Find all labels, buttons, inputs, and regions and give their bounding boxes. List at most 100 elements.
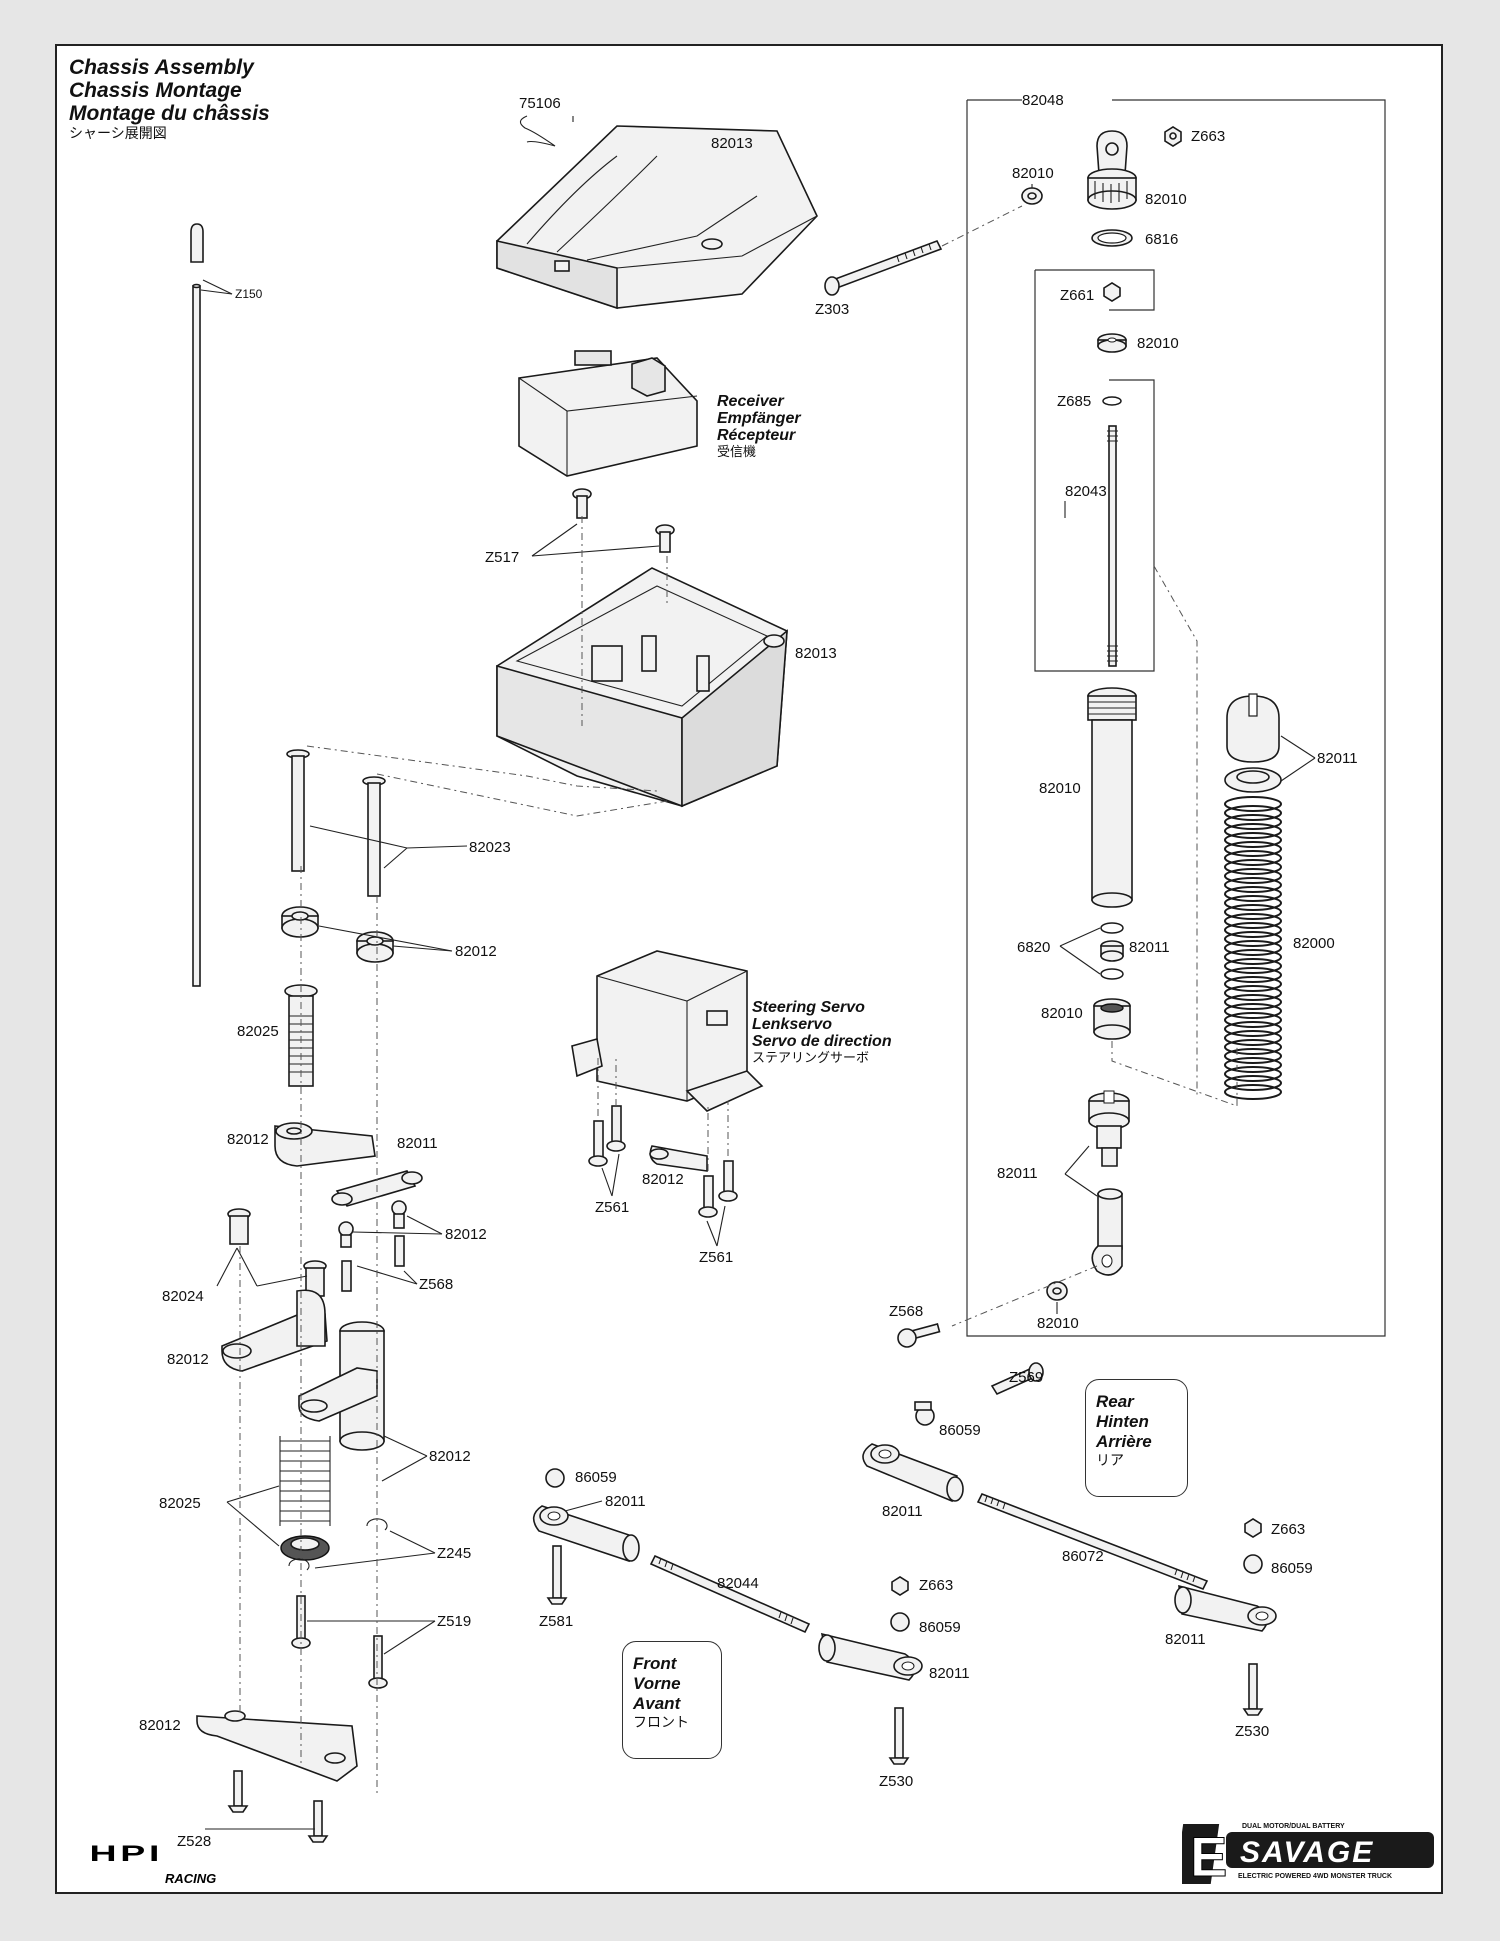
servo-link-part bbox=[331, 1170, 423, 1207]
receiver-caption: Récepteur bbox=[717, 427, 796, 444]
part-label: 82011 bbox=[1317, 750, 1358, 767]
spring-coil bbox=[1224, 850, 1282, 866]
screw-z561-part bbox=[588, 1105, 738, 1218]
screw-z530-part bbox=[888, 1707, 910, 1765]
ball-part bbox=[890, 1612, 910, 1632]
o-ring-part bbox=[1100, 922, 1124, 934]
savage-logo-tagline-top: DUAL MOTOR/DUAL BATTERY bbox=[1242, 1823, 1345, 1830]
turnbuckle-part bbox=[649, 1554, 811, 1634]
spring-coil bbox=[1224, 1048, 1282, 1064]
diagram-frame: Chassis Assembly Chassis Montage Montage… bbox=[55, 44, 1443, 1894]
spring-coil bbox=[1224, 895, 1282, 911]
steering-post-part bbox=[298, 1321, 385, 1451]
ball-part bbox=[545, 1468, 565, 1488]
part-label: 6816 bbox=[1145, 231, 1178, 248]
part-label: Z517 bbox=[485, 549, 519, 566]
front-callout: Front Vorne Avant フロント bbox=[622, 1641, 722, 1759]
shock-bushing-part bbox=[1046, 1281, 1068, 1301]
part-label: 82010 bbox=[1012, 165, 1054, 182]
page-title: Chassis Assembly Chassis Montage Montage… bbox=[69, 56, 270, 143]
shock-bushing-part bbox=[1021, 187, 1043, 205]
servo-caption: Steering Servo bbox=[752, 999, 865, 1016]
spring-coil bbox=[1224, 1021, 1282, 1037]
servo-caption: Lenkservo bbox=[752, 1016, 832, 1033]
front-label: Front bbox=[633, 1654, 677, 1673]
e-savage-logo: E DUAL MOTOR/DUAL BATTERY SAVAGE ELECTRI… bbox=[1182, 1823, 1434, 1889]
spring-coil bbox=[1224, 877, 1282, 893]
savage-logo-e: E bbox=[1190, 1825, 1227, 1888]
hpi-racing-logo: HPI RACING bbox=[90, 1843, 217, 1886]
part-label: 82011 bbox=[882, 1503, 923, 1520]
part-label: 86059 bbox=[919, 1619, 961, 1636]
receiver-part bbox=[518, 350, 698, 477]
servo-saver-arm-part bbox=[274, 1122, 376, 1167]
hpi-logo-text: HPI bbox=[90, 1843, 164, 1866]
servo-caption: Servo de direction bbox=[752, 1033, 892, 1050]
part-label: Z561 bbox=[595, 1199, 629, 1216]
title-line-fr: Montage du châssis bbox=[69, 102, 270, 125]
spring-coil bbox=[1224, 832, 1282, 848]
title-line-jp: シャーシ展開図 bbox=[69, 126, 167, 142]
part-label: 82013 bbox=[795, 645, 837, 662]
part-label: 82011 bbox=[397, 1135, 438, 1152]
clip-part bbox=[1102, 396, 1122, 406]
part-label: 82010 bbox=[1137, 335, 1179, 352]
spring-coil bbox=[1224, 922, 1282, 938]
part-label: 82011 bbox=[1129, 939, 1170, 956]
part-label: 82000 bbox=[1293, 935, 1335, 952]
screw-z581-part bbox=[546, 1545, 568, 1605]
savage-logo-tagline-bottom: ELECTRIC POWERED 4WD MONSTER TRUCK bbox=[1238, 1873, 1392, 1880]
screw-z569-part bbox=[990, 1362, 1044, 1396]
part-label: 82012 bbox=[445, 1226, 487, 1243]
part-label: 82025 bbox=[237, 1023, 279, 1040]
servo-saver-spring-part bbox=[279, 1436, 331, 1561]
nut-part bbox=[891, 1576, 909, 1596]
clip-part bbox=[288, 1558, 310, 1571]
part-label: Z245 bbox=[437, 1545, 471, 1562]
savage-logo-text: SAVAGE bbox=[1240, 1836, 1374, 1869]
spring-coil bbox=[1224, 967, 1282, 983]
part-label: Z569 bbox=[1009, 1369, 1043, 1386]
screw-z568-part bbox=[897, 1323, 941, 1348]
spring-coil bbox=[1224, 994, 1282, 1010]
spring-coil bbox=[1224, 904, 1282, 920]
spring-coil bbox=[1224, 949, 1282, 965]
part-label: 82011 bbox=[605, 1493, 646, 1510]
part-label: 82010 bbox=[1039, 780, 1081, 797]
spring-coil bbox=[1224, 859, 1282, 875]
shaft-subassembly-bracket bbox=[1034, 269, 1155, 672]
spring-coil bbox=[1224, 1012, 1282, 1028]
screw-z517-part bbox=[572, 488, 675, 553]
shock-washer-part bbox=[1097, 333, 1127, 353]
part-label: 82010 bbox=[1145, 191, 1187, 208]
screw-z530-part bbox=[1242, 1663, 1264, 1716]
part-label: 82013 bbox=[711, 135, 753, 152]
spring-coil bbox=[1224, 796, 1282, 812]
nut-part bbox=[1244, 1518, 1262, 1538]
title-line-en: Chassis Assembly bbox=[69, 56, 254, 79]
part-label: Z530 bbox=[879, 1773, 913, 1790]
ball-part bbox=[1243, 1554, 1263, 1574]
part-label: 82012 bbox=[429, 1448, 471, 1465]
spring-coil bbox=[1224, 958, 1282, 974]
turnbuckle-part bbox=[976, 1492, 1209, 1591]
spring-coil bbox=[1224, 805, 1282, 821]
part-label: 86072 bbox=[1062, 1548, 1104, 1565]
part-label: Z528 bbox=[177, 1833, 211, 1850]
spring-coil bbox=[1224, 841, 1282, 857]
part-label: 82048 bbox=[1022, 92, 1064, 109]
servo-saver-posts-part bbox=[286, 749, 386, 897]
shock-bolt-part bbox=[824, 239, 943, 296]
spring-coil bbox=[1224, 1039, 1282, 1055]
nut-part bbox=[1164, 126, 1182, 147]
part-label: 75106 bbox=[519, 95, 561, 112]
spring-coil bbox=[1224, 976, 1282, 992]
spring-coil bbox=[1224, 1066, 1282, 1082]
front-label-jp: フロント bbox=[633, 1715, 689, 1731]
part-label: 82012 bbox=[455, 943, 497, 960]
rod-end-part bbox=[818, 1632, 923, 1681]
part-label: Z581 bbox=[539, 1613, 573, 1630]
part-label: Z663 bbox=[1271, 1521, 1305, 1538]
shock-rod-end-part bbox=[1091, 1188, 1123, 1276]
antenna-tube-part bbox=[190, 223, 233, 987]
